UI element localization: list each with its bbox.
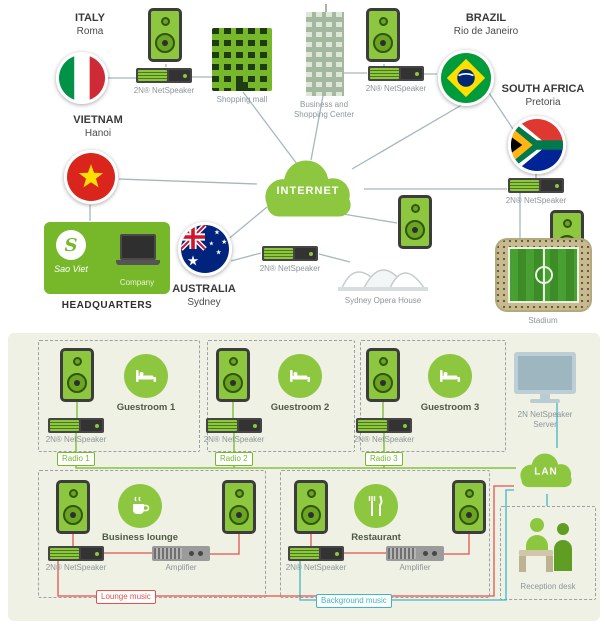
- radio-2-tag: Radio 2: [215, 452, 253, 466]
- shopping-mall-icon: [212, 28, 272, 91]
- netspeaker-device-icon: [48, 418, 104, 433]
- netspeaker-device-label: 2N® NetSpeaker: [133, 86, 195, 95]
- sao-viet-brand: Sao Viet: [54, 264, 88, 274]
- vietnam-label: VIETNAM Hanoi: [58, 114, 138, 140]
- stadium-label: Stadium: [528, 316, 558, 325]
- lounge-music-tag: Lounge music: [96, 590, 156, 604]
- server-label-line2: Server: [533, 420, 557, 429]
- business-center-label-line2: Shopping Center: [293, 110, 355, 119]
- laptop-icon: [116, 234, 160, 265]
- opera-label: Sydney Opera House: [344, 296, 422, 305]
- bed-icon: [278, 354, 322, 398]
- netspeaker-device-label: 2N® NetSpeaker: [203, 435, 265, 444]
- city-name: Rio de Janeiro: [453, 25, 519, 37]
- south-africa-flag-icon: [508, 116, 566, 174]
- netspeaker-device-icon: [288, 546, 344, 561]
- headquarters-box: S Sao Viet Company: [44, 222, 170, 294]
- business-lounge-name: Business lounge: [101, 532, 178, 543]
- city-name: Sydney: [187, 296, 221, 308]
- business-center-icon: [306, 4, 344, 96]
- reception-desk-label: Reception desk: [520, 582, 576, 591]
- netspeaker-device-label: 2N® NetSpeaker: [45, 435, 107, 444]
- vietnam-flag-icon: [64, 150, 118, 204]
- netspeaker-device-label: 2N® NetSpeaker: [353, 435, 415, 444]
- city-name: Roma: [76, 25, 104, 37]
- netspeaker-device-label: 2N® NetSpeaker: [365, 84, 427, 93]
- cutlery-icon: [354, 484, 398, 528]
- background-music-tag: Background music: [316, 594, 392, 608]
- shopping-mall-label: Shopping mall: [216, 95, 268, 104]
- netspeaker-device-icon: [136, 68, 192, 83]
- amplifier-device-icon: [386, 546, 444, 561]
- netspeaker-device-label: 2N® NetSpeaker: [45, 563, 107, 572]
- company-label: Company: [119, 278, 155, 287]
- city-name: Hanoi: [84, 127, 112, 139]
- country-name: BRAZIL: [465, 12, 507, 24]
- speaker-icon: [366, 8, 400, 62]
- radio-3-tag: Radio 3: [365, 452, 403, 466]
- server-label-line1: 2N NetSpeaker: [517, 410, 573, 419]
- speaker-icon: [216, 348, 250, 402]
- netspeaker-device-icon: [48, 546, 104, 561]
- netspeaker-device-label: 2N® NetSpeaker: [285, 563, 347, 572]
- lan-label: LAN: [534, 466, 558, 478]
- guestroom-3-name: Guestroom 3: [420, 402, 480, 413]
- brazil-flag-icon: [438, 50, 494, 106]
- bed-icon: [428, 354, 472, 398]
- amplifier-label: Amplifier: [399, 563, 431, 572]
- business-center-label-line1: Business and: [299, 100, 349, 109]
- speaker-icon: [56, 480, 90, 534]
- australia-flag-icon: [178, 222, 232, 276]
- netspeaker-device-label: 2N® NetSpeaker: [505, 196, 567, 205]
- australia-label: AUSTRALIA Sydney: [160, 283, 248, 309]
- speaker-icon: [222, 480, 256, 534]
- speaker-icon: [60, 348, 94, 402]
- amplifier-device-icon: [152, 546, 210, 561]
- netspeaker-device-icon: [368, 66, 424, 81]
- netspeaker-device-icon: [206, 418, 262, 433]
- lan-cloud-icon: LAN: [514, 446, 578, 494]
- headquarters-label: HEADQUARTERS: [61, 300, 153, 311]
- italy-label: ITALY Roma: [52, 12, 128, 38]
- server-monitor-icon: [514, 352, 576, 403]
- stadium-icon: [495, 238, 592, 312]
- netspeaker-device-icon: [262, 246, 318, 261]
- netspeaker-device-label: 2N® NetSpeaker: [259, 264, 321, 273]
- speaker-icon: [366, 348, 400, 402]
- italy-flag-icon: [56, 52, 108, 104]
- internet-label: INTERNET: [276, 185, 340, 198]
- radio-1-tag: Radio 1: [57, 452, 95, 466]
- country-name: AUSTRALIA: [172, 283, 236, 295]
- netspeaker-device-icon: [356, 418, 412, 433]
- guestroom-2-name: Guestroom 2: [270, 402, 330, 413]
- speaker-icon: [398, 195, 432, 249]
- bed-icon: [124, 354, 168, 398]
- guestroom-1-name: Guestroom 1: [116, 402, 176, 413]
- speaker-icon: [294, 480, 328, 534]
- sao-viet-logo-icon: S: [56, 230, 86, 260]
- country-name: SOUTH AFRICA: [501, 83, 585, 95]
- restaurant-name: Restaurant: [351, 532, 401, 543]
- city-name: Pretoria: [525, 96, 561, 108]
- reception-desk-icon: [511, 514, 585, 574]
- internet-cloud-icon: INTERNET: [252, 156, 364, 220]
- speaker-icon: [148, 8, 182, 62]
- netspeaker-device-icon: [508, 178, 564, 193]
- sydney-opera-house-icon: [336, 250, 430, 292]
- speaker-icon: [452, 480, 486, 534]
- coffee-cup-icon: [118, 484, 162, 528]
- amplifier-label: Amplifier: [165, 563, 197, 572]
- brazil-label: BRAZIL Rio de Janeiro: [440, 12, 532, 38]
- country-name: ITALY: [75, 12, 105, 24]
- south-africa-label: SOUTH AFRICA Pretoria: [488, 83, 598, 109]
- country-name: VIETNAM: [73, 114, 123, 126]
